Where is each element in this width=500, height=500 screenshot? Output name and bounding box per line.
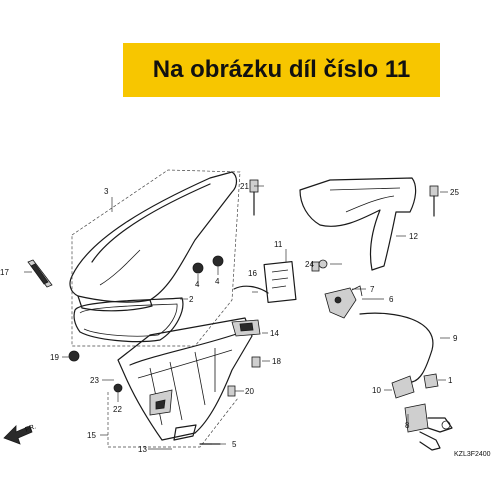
leader-lines (24, 185, 450, 450)
label-sticker-11 (263, 261, 297, 303)
callout-6: 6 (389, 295, 394, 304)
part-number-callouts: 3 17 2 4 4 16 14 18 19 23 22 20 15 13 5 … (0, 182, 459, 454)
callout-21: 21 (240, 182, 249, 191)
callout-19: 19 (50, 353, 59, 362)
callout-22: 22 (113, 405, 122, 414)
seat-lock-6 (311, 261, 363, 319)
bolt-20 (227, 385, 236, 397)
seat-lock-cable (359, 312, 434, 383)
callout-1: 1 (448, 376, 453, 385)
bolt-25 (429, 185, 439, 217)
banner-text: Na obrázku díl číslo 11 (152, 56, 411, 83)
part-number-banner: Na obrázku díl číslo 11 (123, 43, 440, 97)
callout-17: 17 (0, 268, 9, 277)
callout-24: 24 (305, 260, 314, 269)
knob-19 (68, 350, 80, 362)
callout-16: 16 (248, 269, 257, 278)
callout-4a: 4 (195, 280, 200, 289)
callout-2: 2 (189, 295, 194, 304)
callout-23: 23 (90, 376, 99, 385)
callout-4b: 4 (215, 277, 220, 286)
callout-25: 25 (450, 188, 459, 197)
rear-grip (299, 177, 417, 271)
luggage-box (117, 317, 253, 441)
seat-gasket (73, 297, 184, 343)
front-direction-arrow: FR. (3, 423, 37, 445)
grommet-right (212, 255, 224, 267)
callout-12: 12 (409, 232, 418, 241)
bolt-24 (318, 259, 328, 269)
callout-20: 20 (245, 387, 254, 396)
callout-14: 14 (270, 329, 279, 338)
grommet-upper (192, 262, 204, 274)
callout-10: 10 (372, 386, 381, 395)
luggage-box-assembly-outline (107, 392, 239, 448)
damper-17 (27, 259, 53, 288)
callout-9: 9 (453, 334, 458, 343)
bolt-21 (249, 179, 259, 216)
fr-label: FR. (24, 423, 37, 433)
hook-14 (231, 319, 261, 337)
callout-3: 3 (104, 187, 109, 196)
key-lock-set (391, 373, 453, 451)
screw-22 (113, 383, 123, 393)
callout-15: 15 (87, 431, 96, 440)
callout-11: 11 (274, 240, 283, 249)
callout-13: 13 (138, 445, 147, 454)
seat-assembly-outline (71, 169, 241, 347)
callout-7: 7 (370, 285, 375, 294)
callout-8: 8 (405, 421, 410, 430)
seat (69, 171, 238, 312)
callout-5: 5 (232, 440, 237, 449)
clip-18 (251, 356, 261, 368)
diagram-code: KZL3F2400 (454, 451, 491, 458)
callout-18: 18 (272, 357, 281, 366)
cable-16 (233, 285, 269, 294)
